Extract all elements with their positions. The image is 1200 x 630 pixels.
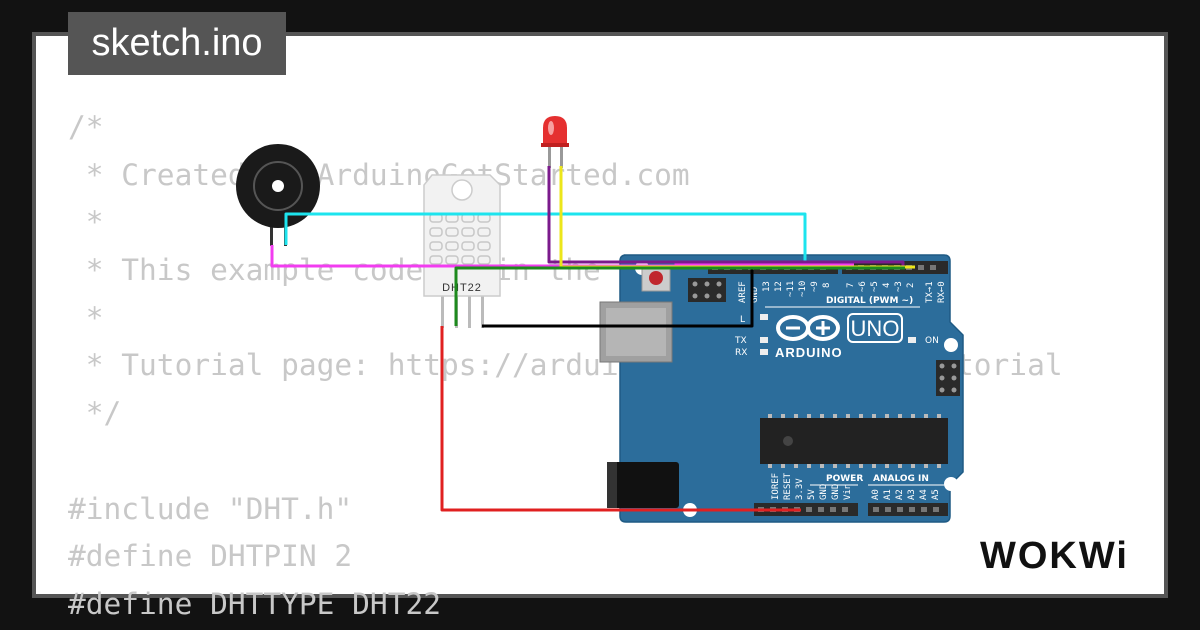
led-l-label: L bbox=[740, 315, 745, 325]
red-led[interactable] bbox=[541, 116, 569, 168]
pin-label: A5 bbox=[931, 489, 941, 500]
usb-connector-inner bbox=[606, 308, 666, 356]
pin-label: 8 bbox=[822, 283, 832, 288]
pin-label-tx1: TX→1 bbox=[925, 281, 935, 303]
pin-label: 2 bbox=[906, 283, 916, 288]
pin-label-aref: AREF bbox=[738, 281, 748, 303]
wires bbox=[270, 166, 915, 512]
pin-label: ~3 bbox=[894, 281, 904, 292]
sensor-leg bbox=[468, 290, 471, 328]
board-brand-label: ARDUINO bbox=[775, 345, 843, 360]
pin-label: ~5 bbox=[870, 281, 880, 292]
led-l-indicator bbox=[760, 314, 768, 320]
wire-purple[interactable] bbox=[547, 166, 905, 268]
pin-label: GND bbox=[819, 484, 829, 500]
pin-label: A1 bbox=[883, 489, 893, 500]
pin-label: A0 bbox=[871, 489, 881, 500]
led-on-label: ON bbox=[925, 336, 939, 346]
led-rim bbox=[541, 143, 569, 147]
led-on-indicator bbox=[908, 337, 916, 343]
sensor-leg bbox=[441, 290, 444, 328]
led-rx-indicator bbox=[760, 349, 768, 355]
piezo-buzzer[interactable] bbox=[236, 144, 320, 246]
pin-label: 4 bbox=[882, 283, 892, 288]
analog-label: ANALOG IN bbox=[873, 474, 929, 484]
wokwi-logo[interactable]: WOKWi bbox=[978, 532, 1150, 577]
chip-notch bbox=[783, 436, 793, 446]
sensor-label: DHT22 bbox=[442, 282, 482, 294]
sensor-leg bbox=[481, 290, 484, 328]
code-line: /* bbox=[68, 110, 104, 144]
wire-red[interactable] bbox=[440, 326, 801, 512]
pin-label: ~10 bbox=[798, 281, 808, 297]
pin-label: RESET bbox=[783, 472, 793, 500]
pin-label: 12 bbox=[774, 281, 784, 292]
pin-label: ~6 bbox=[858, 281, 868, 292]
reset-button-cap[interactable] bbox=[649, 271, 663, 285]
digital-label: DIGITAL (PWM ~) bbox=[826, 296, 913, 306]
pin-label: IOREF bbox=[771, 473, 781, 500]
led-dome bbox=[543, 116, 567, 146]
buzzer-leg bbox=[270, 226, 273, 246]
code-line: #define DHTTYPE DHT22 bbox=[68, 586, 441, 621]
pin-label: 7 bbox=[846, 283, 856, 288]
icsp-header-right bbox=[936, 360, 960, 396]
pin-label: GND bbox=[831, 484, 841, 500]
power-jack bbox=[607, 462, 679, 508]
buzzer-hole bbox=[272, 180, 284, 192]
power-jack-edge bbox=[607, 462, 617, 508]
wokwi-logo-text: WOKWi bbox=[980, 535, 1129, 577]
wire-green[interactable] bbox=[454, 266, 905, 326]
pin-label-rx0: RX←0 bbox=[937, 281, 947, 303]
analog-header[interactable] bbox=[868, 503, 948, 516]
buzzer-ring bbox=[253, 161, 303, 211]
wire-black[interactable] bbox=[482, 268, 754, 328]
pin-label: A4 bbox=[919, 489, 929, 500]
pin-label: 5V bbox=[807, 489, 817, 500]
uno-badge bbox=[847, 313, 903, 343]
dht22-sensor[interactable]: DHT22 bbox=[423, 174, 501, 328]
pin-label: Vin bbox=[843, 484, 853, 500]
sensor-mount-hole bbox=[451, 179, 473, 201]
led-leg bbox=[548, 142, 551, 168]
led-tx-indicator bbox=[760, 337, 768, 343]
mounting-hole bbox=[944, 338, 958, 352]
pin-label-gnd: GND bbox=[750, 287, 760, 303]
code-line: */ bbox=[68, 396, 122, 431]
led-rx-label: RX bbox=[735, 348, 747, 358]
pin-label: 3.3V bbox=[795, 478, 805, 500]
led-highlight bbox=[548, 121, 554, 135]
pin-label: ~11 bbox=[786, 281, 796, 297]
file-tab[interactable]: sketch.ino bbox=[68, 12, 286, 75]
infinity-logo-icon bbox=[776, 315, 840, 341]
mounting-hole bbox=[944, 477, 958, 491]
icsp-header bbox=[688, 278, 726, 302]
wire-cyan[interactable] bbox=[284, 212, 807, 268]
arduino-uno-board[interactable]: AREF GND 13 12 ~11 ~10 ~9 8 7 ~6 ~5 4 ~3… bbox=[599, 254, 964, 523]
board-model-label: UNO bbox=[851, 316, 900, 341]
chip-pins bbox=[768, 414, 941, 468]
power-label: POWER bbox=[826, 474, 863, 484]
pin-label: A2 bbox=[895, 489, 905, 500]
led-tx-label: TX bbox=[734, 336, 747, 346]
wire-yellow[interactable] bbox=[559, 166, 915, 269]
pin-label: 13 bbox=[762, 281, 772, 292]
code-line: #include "DHT.h" bbox=[68, 491, 353, 526]
code-line: #define DHTPIN 2 bbox=[68, 539, 353, 574]
code-line: * bbox=[68, 300, 104, 335]
code-line: * bbox=[68, 205, 104, 240]
pin-label: A3 bbox=[907, 489, 917, 500]
led-leg bbox=[560, 142, 563, 168]
pin-label: ~9 bbox=[810, 281, 820, 292]
